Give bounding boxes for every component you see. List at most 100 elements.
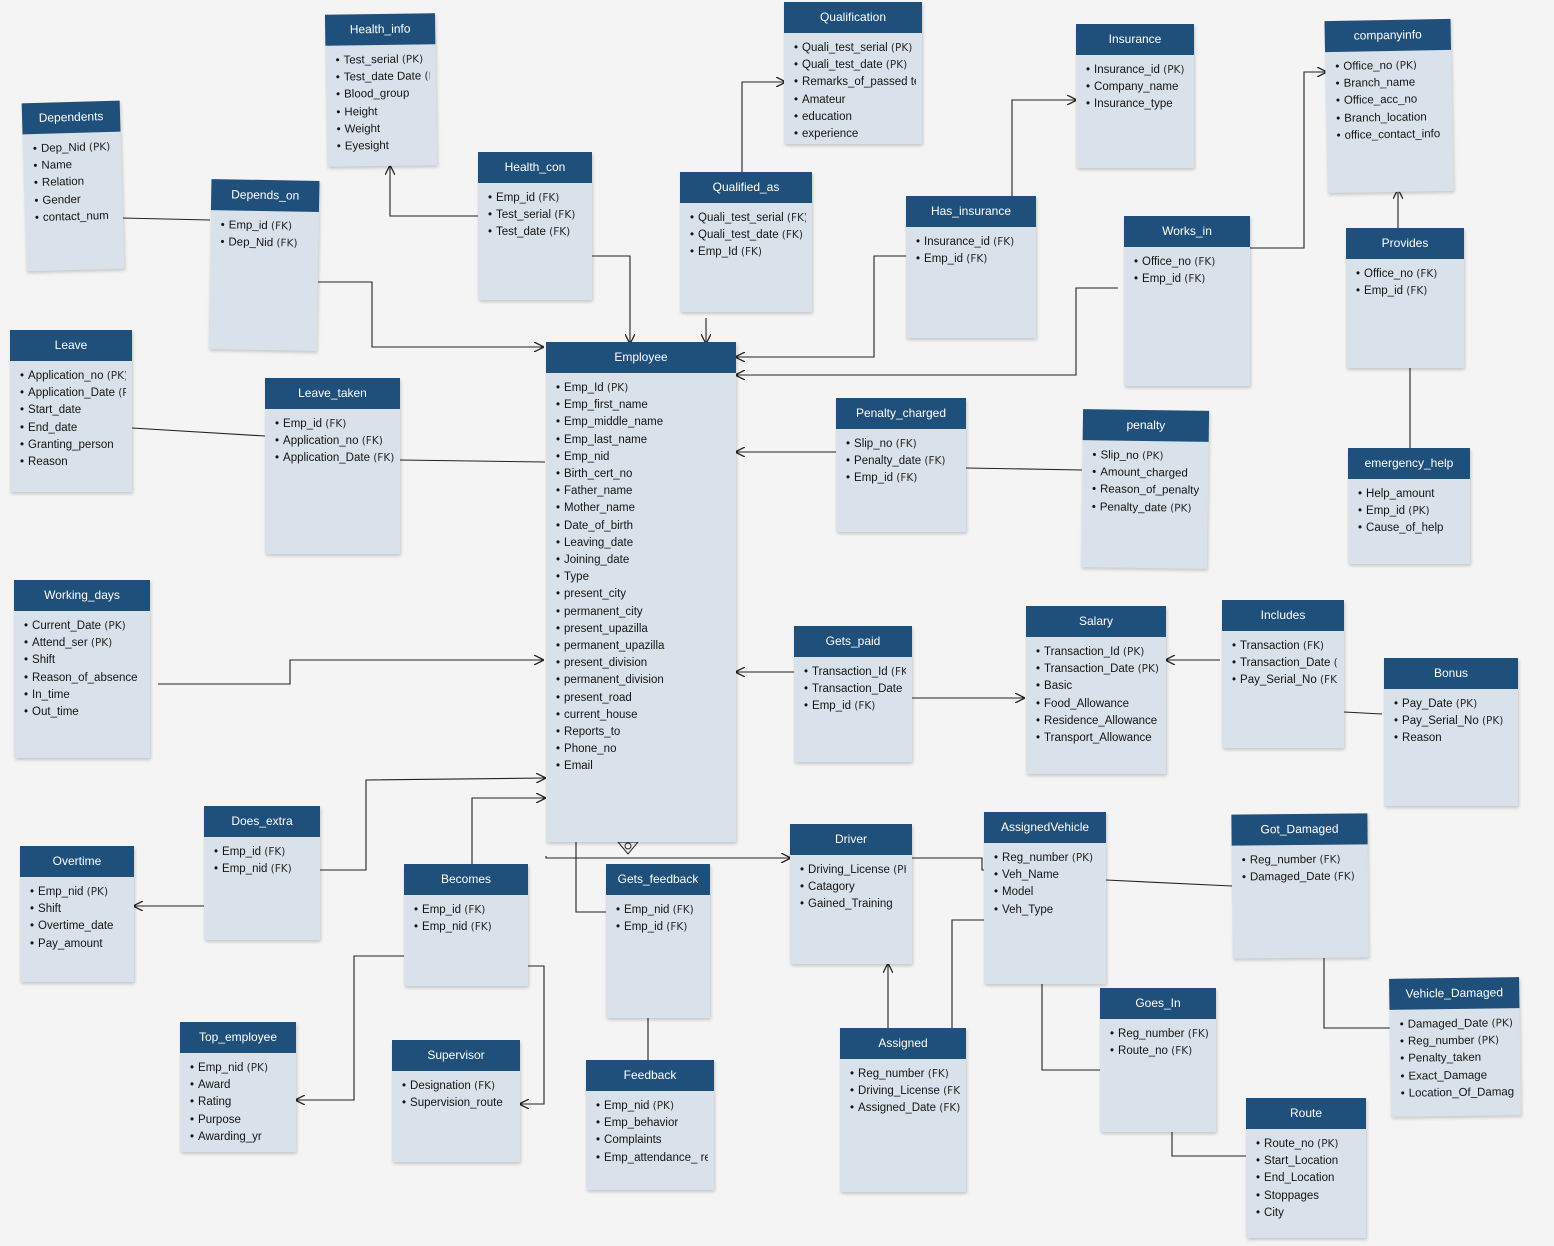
line-becomes-employee bbox=[471, 798, 545, 864]
entity-driver[interactable]: DriverDriving_License (PK)CatagoryGained… bbox=[790, 824, 912, 964]
attribute-name: Complaints bbox=[604, 1134, 662, 1147]
attribute-name: Slip_no bbox=[854, 438, 893, 450]
entity-assigned-vehicle[interactable]: AssignedVehicleReg_number (PK)Veh_NameMo… bbox=[984, 812, 1106, 984]
entity-has-insurance[interactable]: Has_insuranceInsurance_id (FK)Emp_id (FK… bbox=[906, 196, 1036, 338]
entity-supervisor[interactable]: SupervisorDesignation (FK)Supervision_ro… bbox=[392, 1040, 520, 1162]
attribute-name: Emp_middle_name bbox=[564, 416, 664, 429]
entity-salary[interactable]: SalaryTransaction_Id (PK)Transaction_Dat… bbox=[1026, 606, 1166, 774]
entity-qualification[interactable]: QualificationQuali_test_serial (PK)Quali… bbox=[784, 2, 922, 144]
entity-route[interactable]: RouteRoute_no (PK)Start_LocationEnd_Loca… bbox=[1246, 1098, 1366, 1238]
attribute-item: Attend_ser (PK) bbox=[24, 635, 144, 652]
attribute-name: Reason bbox=[28, 456, 68, 469]
attribute-item: Office_no (FK) bbox=[1356, 266, 1458, 283]
line-employee-driver bbox=[545, 856, 790, 858]
line-leave-taken-employee bbox=[399, 459, 546, 463]
entity-dependents[interactable]: DependentsDep_Nid (PK)NameRelationGender… bbox=[21, 100, 125, 272]
entity-leave[interactable]: LeaveApplication_no (PK)Application_Date… bbox=[10, 330, 132, 492]
entity-includes[interactable]: IncludesTransaction (FK)Transaction_Date… bbox=[1222, 600, 1344, 748]
entity-penalty-charged[interactable]: Penalty_chargedSlip_no (FK)Penalty_date … bbox=[836, 398, 966, 532]
attribute-item: Food_Allowance bbox=[1036, 696, 1160, 713]
entity-does-extra[interactable]: Does_extraEmp_id (FK)Emp_nid (FK) bbox=[204, 806, 320, 940]
entity-title: Includes bbox=[1222, 600, 1344, 631]
attribute-item: Transaction (FK) bbox=[1232, 638, 1338, 655]
attribute-name: Model bbox=[1002, 886, 1034, 899]
entity-working-days[interactable]: Working_daysCurrent_Date (PK)Attend_ser … bbox=[14, 580, 150, 758]
entity-title: penalty bbox=[1082, 409, 1210, 442]
attribute-item: Designation (FK) bbox=[402, 1078, 514, 1095]
foreign-key-marker: (FK) bbox=[1187, 1028, 1209, 1040]
entity-health-info[interactable]: Health_infoTest_serial (PK)Test_date Dat… bbox=[324, 13, 438, 167]
entity-qualified-as[interactable]: Qualified_asQuali_test_serial (FK)Quali_… bbox=[680, 172, 812, 312]
line-penalty-charged-penalty bbox=[965, 467, 1083, 471]
entity-penalty[interactable]: penaltySlip_no (PK)Amount_chargedReason_… bbox=[1080, 409, 1210, 569]
entity-leave-taken[interactable]: Leave_takenEmp_id (FK)Application_no (FK… bbox=[265, 378, 400, 554]
entity-title: Feedback bbox=[586, 1060, 714, 1091]
entity-feedback[interactable]: FeedbackEmp_nid (PK)Emp_behaviorComplain… bbox=[586, 1060, 714, 1190]
attribute-list: Route_no (PK)Start_LocationEnd_LocationS… bbox=[1246, 1129, 1366, 1228]
attribute-name: Basic bbox=[1044, 680, 1073, 693]
entity-becomes[interactable]: BecomesEmp_id (FK)Emp_nid (FK) bbox=[404, 864, 528, 986]
foreign-key-marker: (FK) bbox=[895, 438, 917, 450]
entity-title: Becomes bbox=[404, 864, 528, 895]
entity-overtime[interactable]: OvertimeEmp_nid (PK)ShiftOvertime_datePa… bbox=[20, 846, 134, 982]
entity-works-in[interactable]: Works_inOffice_no (FK)Emp_id (FK) bbox=[1124, 216, 1250, 386]
attribute-name: Relation bbox=[41, 176, 85, 190]
entity-employee[interactable]: EmployeeEmp_Id (PK)Emp_first_nameEmp_mid… bbox=[546, 342, 736, 842]
entity-goes-in[interactable]: Goes_InReg_number (FK)Route_no (FK) bbox=[1100, 988, 1216, 1132]
attribute-list: Emp_id (FK)Emp_nid (FK) bbox=[404, 895, 528, 942]
attribute-name: Emp_nid bbox=[222, 863, 268, 876]
entity-gets-feedback[interactable]: Gets_feedbackEmp_nid (FK)Emp_id (FK) bbox=[606, 864, 710, 1018]
attribute-name: Damaged_Date bbox=[1249, 870, 1331, 884]
entity-provides[interactable]: ProvidesOffice_no (FK)Emp_id (FK) bbox=[1346, 228, 1464, 368]
entity-gets-paid[interactable]: Gets_paidTransaction_Id (FK)Transaction_… bbox=[794, 626, 912, 762]
foreign-key-marker: (FK) bbox=[470, 921, 492, 934]
entity-bonus[interactable]: BonusPay_Date (PK)Pay_Serial_No (PK)Reas… bbox=[1384, 658, 1518, 806]
attribute-name: permanent_upazilla bbox=[564, 640, 665, 653]
entity-depends-on[interactable]: Depends_onEmp_id (FK)Dep_Nid (FK) bbox=[208, 179, 320, 351]
entity-vehicle-damaged[interactable]: Vehicle_DamagedDamaged_Date (PK)Reg_numb… bbox=[1389, 977, 1521, 1117]
attribute-name: Supervision_route bbox=[410, 1097, 503, 1110]
attribute-item: Email bbox=[556, 758, 730, 775]
attribute-item: Test_date Date (PK) bbox=[336, 69, 430, 88]
attribute-name: Start_Location bbox=[1264, 1155, 1339, 1168]
attribute-name: Start_date bbox=[28, 404, 82, 417]
attribute-item: Joining_date bbox=[556, 552, 730, 569]
attribute-item: Quali_test_date (PK) bbox=[794, 57, 916, 74]
attribute-item: Transaction_Id (FK) bbox=[804, 664, 906, 681]
entity-insurance[interactable]: InsuranceInsurance_id (PK)Company_nameIn… bbox=[1076, 24, 1194, 168]
ring-symbol bbox=[616, 841, 640, 855]
entity-title: Penalty_charged bbox=[836, 398, 966, 429]
attribute-name: Weight bbox=[344, 122, 381, 136]
attribute-name: Quali_test_date bbox=[698, 229, 779, 242]
attribute-item: Out_time bbox=[24, 704, 144, 721]
attribute-name: Type bbox=[564, 571, 589, 584]
attribute-name: Height bbox=[344, 105, 378, 119]
entity-top-employee[interactable]: Top_employeeEmp_nid (PK)AwardRatingPurpo… bbox=[180, 1022, 296, 1152]
attribute-name: City bbox=[1264, 1206, 1284, 1219]
attribute-name: Reg_number bbox=[1249, 853, 1317, 867]
line-becomes-supervisor bbox=[520, 965, 545, 1104]
attribute-name: Reg_number bbox=[1002, 852, 1069, 864]
entity-got-damaged[interactable]: Got_DamagedReg_number (FK)Damaged_Date (… bbox=[1231, 813, 1369, 959]
entity-title: Employee bbox=[546, 342, 736, 373]
attribute-list: Emp_nid (PK)AwardRatingPurposeAwarding_y… bbox=[180, 1053, 296, 1152]
line-assigned-vehicle-got-damaged bbox=[1105, 879, 1233, 887]
attribute-name: Current_Date bbox=[32, 620, 102, 632]
entity-title: companyinfo bbox=[1324, 18, 1452, 53]
attribute-item: Emp_nid (PK) bbox=[596, 1098, 708, 1115]
foreign-key-marker: (FK) bbox=[1319, 674, 1338, 687]
entity-assigned[interactable]: AssignedReg_number (FK)Driving_License (… bbox=[840, 1028, 966, 1192]
attribute-list: Insurance_id (FK)Emp_id (FK) bbox=[906, 227, 1036, 274]
attribute-item: Penalty_date (PK) bbox=[1092, 499, 1202, 518]
attribute-name: In_time bbox=[32, 688, 70, 701]
attribute-item: Route_no (PK) bbox=[1256, 1136, 1360, 1153]
attribute-name: Emp_nid bbox=[38, 886, 84, 898]
attribute-item: Dep_Nid (PK) bbox=[33, 139, 115, 158]
entity-companyinfo[interactable]: companyinfoOffice_no (PK)Branch_nameOffi… bbox=[1324, 18, 1454, 194]
attribute-name: Emp_attendance_ regularity bbox=[604, 1151, 708, 1164]
entity-health-con[interactable]: Health_conEmp_id (FK)Test_serial (FK)Tes… bbox=[478, 152, 592, 300]
attribute-item: Remarks_of_passed test bbox=[794, 74, 916, 91]
entity-title: Qualified_as bbox=[680, 172, 812, 203]
foreign-key-marker: (FK) bbox=[325, 418, 347, 430]
entity-emergency-help[interactable]: emergency_helpHelp_amountEmp_id (PK)Caus… bbox=[1348, 448, 1470, 564]
